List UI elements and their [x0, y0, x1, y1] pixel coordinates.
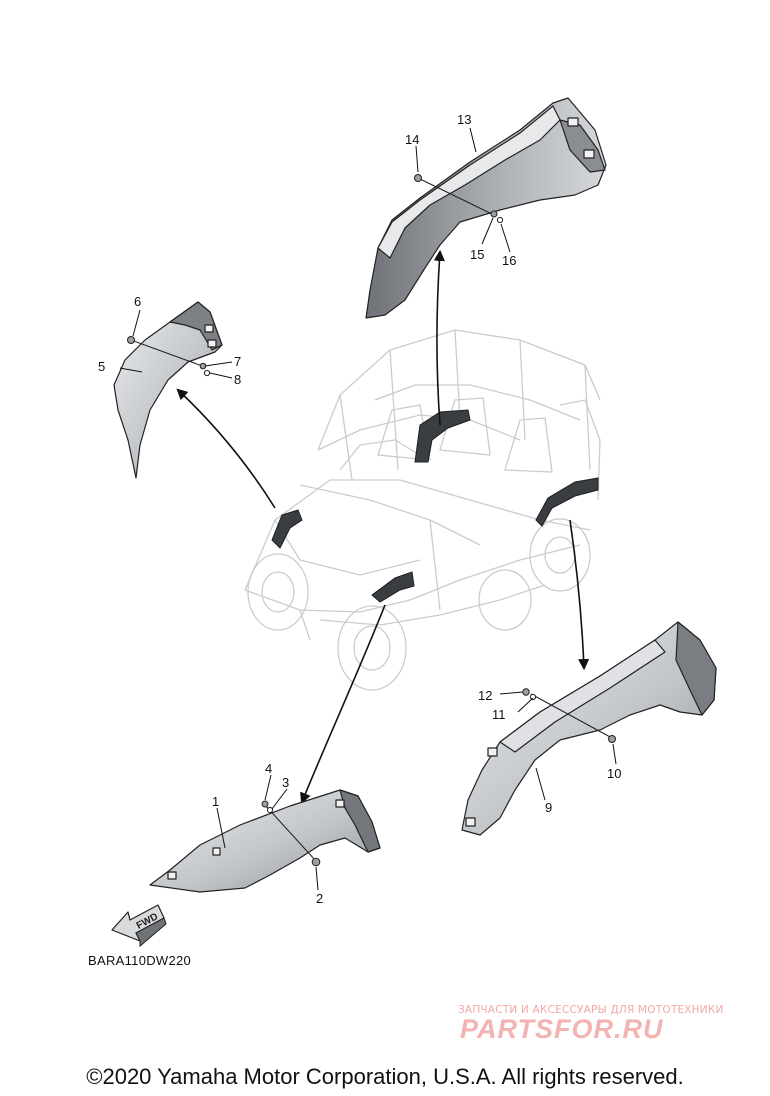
fasteners-13 [414, 174, 504, 224]
callout-13: 13 [457, 112, 471, 127]
drawing-code: BARA110DW220 [88, 953, 192, 968]
front-right-fender-flare [149, 789, 381, 893]
callout-15: 15 [470, 247, 484, 262]
front-left-fender-flare [113, 301, 223, 479]
callout-labels: 1 2 3 4 5 6 7 8 9 10 11 12 13 14 15 16 [98, 112, 621, 906]
fasteners-1 [261, 800, 321, 867]
callout-leaders [119, 127, 617, 891]
rear-right-fender-flare [461, 621, 717, 836]
copyright-notice: ©2020 Yamaha Motor Corporation, U.S.A. A… [86, 1064, 684, 1089]
fwd-direction-arrow: FWD [111, 904, 167, 948]
watermark-tagline: ЗАПЧАСТИ И АКСЕССУАРЫ ДЛЯ МОТОТЕХНИКИ [458, 1004, 724, 1016]
callout-4: 4 [265, 761, 272, 776]
callout-3: 3 [282, 775, 289, 790]
callout-14: 14 [405, 132, 419, 147]
callout-10: 10 [607, 766, 621, 781]
callout-12: 12 [478, 688, 492, 703]
leader-arrows [176, 249, 590, 805]
callout-11: 11 [492, 707, 506, 722]
callout-2: 2 [316, 891, 323, 906]
callout-1: 1 [212, 794, 219, 809]
callout-5: 5 [98, 359, 105, 374]
rear-left-fender-flare [365, 97, 607, 319]
callout-9: 9 [545, 800, 552, 815]
callout-6: 6 [134, 294, 141, 309]
vehicle-flare-highlights [271, 409, 599, 603]
watermark-logo: PARTSFOR.RU [460, 1014, 664, 1044]
callout-7: 7 [234, 354, 241, 369]
fasteners-9 [522, 688, 616, 743]
callout-16: 16 [502, 253, 516, 268]
fasteners-5 [127, 336, 211, 377]
callout-8: 8 [234, 372, 241, 387]
